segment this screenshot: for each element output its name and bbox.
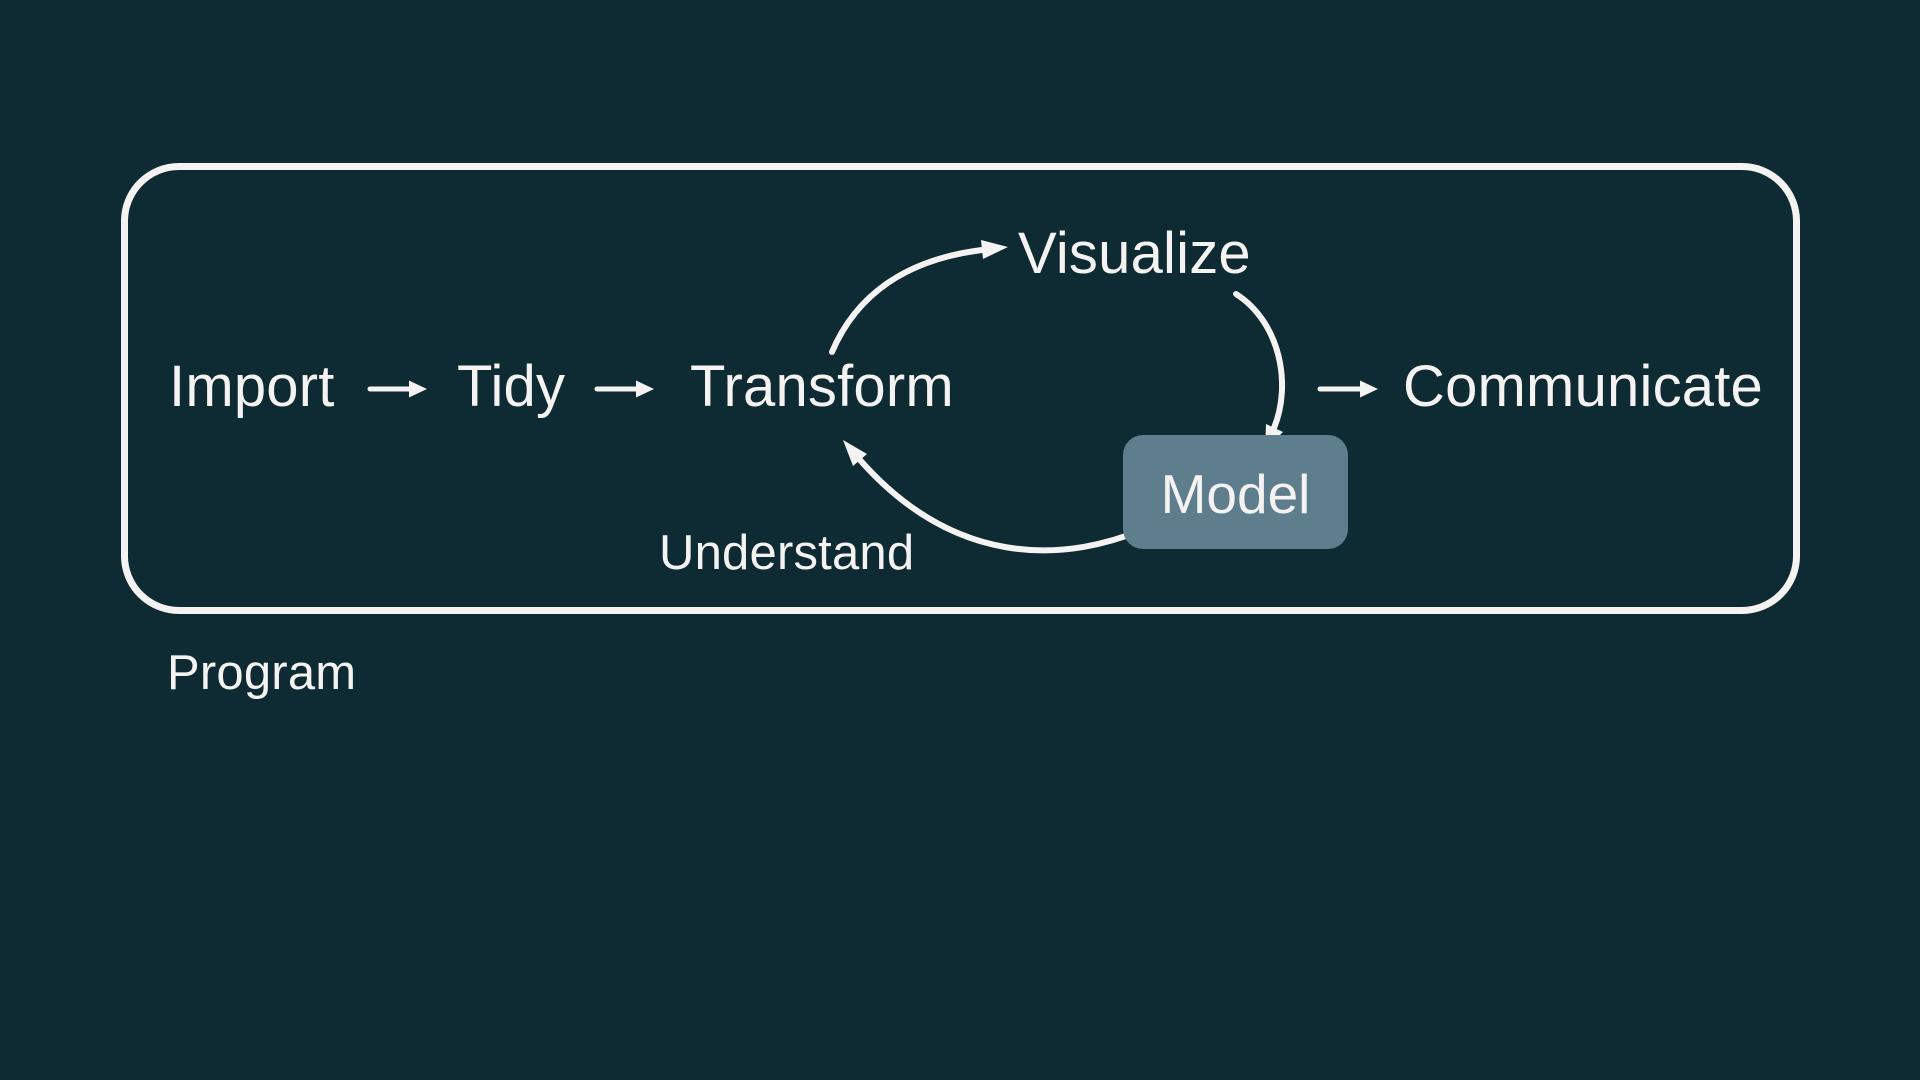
node-tidy: Tidy	[457, 354, 566, 419]
workflow-panel-outline	[121, 163, 1800, 614]
node-visualize: Visualize	[1018, 221, 1251, 286]
node-model-box: Model	[1123, 435, 1348, 549]
panel-label-program: Program	[167, 646, 357, 700]
node-import: Import	[169, 354, 335, 419]
node-communicate: Communicate	[1403, 354, 1763, 419]
node-model: Model	[1160, 462, 1311, 525]
node-transform: Transform	[690, 354, 954, 419]
cycle-label-understand: Understand	[659, 526, 915, 580]
